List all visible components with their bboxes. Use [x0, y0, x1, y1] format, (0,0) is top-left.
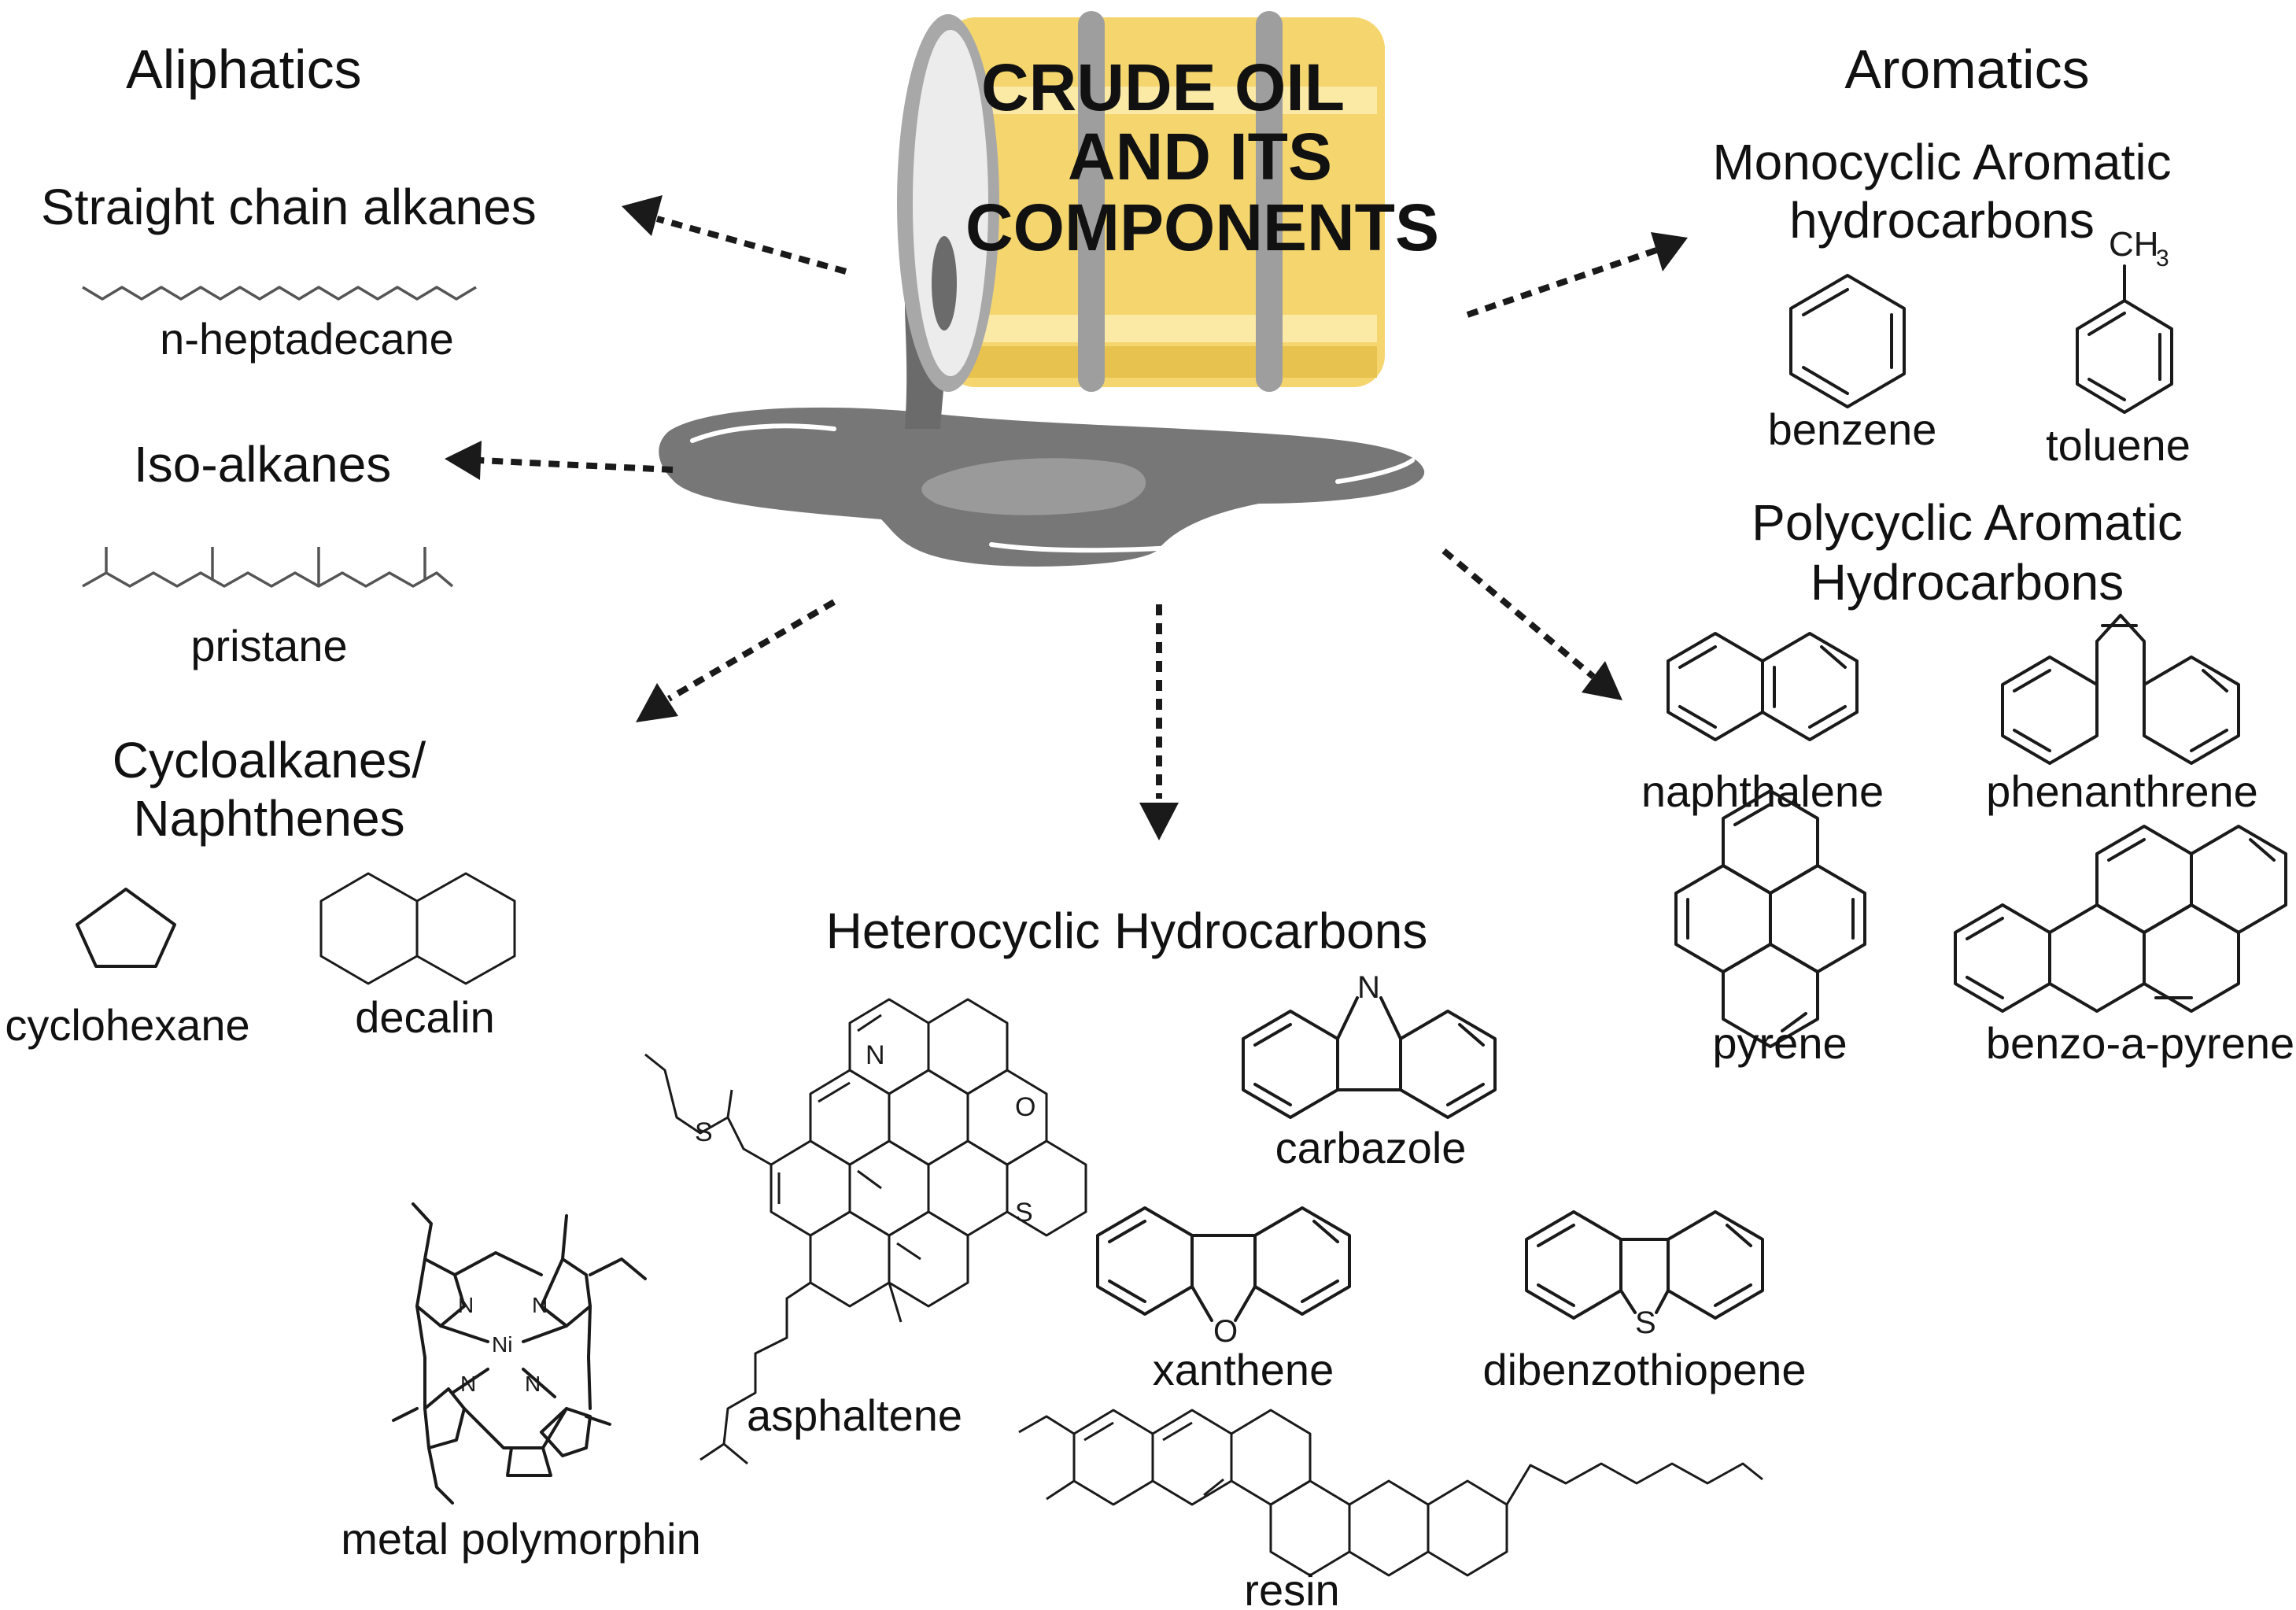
resin-label: resin	[1244, 1565, 1339, 1610]
barrel-ring-2	[1256, 11, 1283, 392]
barrel-spout	[932, 236, 957, 330]
barrel-shade-bottom	[952, 346, 1377, 378]
porphyrin-nitrogen-3: N	[460, 1372, 476, 1396]
arrow-to-monocyclic	[1466, 247, 1658, 318]
decalin-structure	[319, 872, 516, 985]
monocyclic-title-line-2: hydrocarbons	[1789, 192, 2095, 249]
iso-alkanes-title: Iso-alkanes	[134, 436, 391, 493]
decalin-label: decalin	[355, 992, 494, 1042]
resin-structure	[1018, 1409, 1763, 1577]
dibenzothiophene-sulfur: S	[1635, 1305, 1656, 1340]
connector-arrows	[445, 195, 1688, 840]
aromatics-section: Aromatics Monocyclic Aromatic hydrocarbo…	[1641, 39, 2294, 1068]
xanthene-label: xanthene	[1153, 1345, 1334, 1394]
asphaltene-sulfur-ring: S	[1015, 1198, 1033, 1228]
asphaltene-oxygen: O	[1015, 1092, 1035, 1122]
arrow-head-cycloalkanes	[636, 683, 678, 722]
arrow-to-iso-alkanes	[479, 457, 674, 473]
monocyclic-title-line-1: Monocyclic Aromatic	[1712, 134, 2171, 190]
asphaltene-sulfur-chain: S	[695, 1117, 713, 1147]
oil-shine-1	[690, 423, 836, 443]
arrow-head-monocyclic	[1651, 232, 1688, 271]
arrow-to-straight-chain	[655, 216, 847, 275]
toluene-structure	[2076, 264, 2173, 414]
cyclopentane-ring-structure	[76, 888, 176, 968]
porphyrin-nitrogen-2: N	[532, 1293, 548, 1317]
dibenzothiophene-structure	[1525, 1210, 1764, 1320]
barrel-title-line-2: AND ITS	[1068, 120, 1332, 194]
xanthene-oxygen: O	[1213, 1314, 1238, 1349]
barrel-title-line-3: COMPONENTS	[965, 190, 1439, 264]
arrow-head-polycyclic	[1582, 661, 1622, 700]
barrel-lid	[913, 30, 988, 376]
phenanthrene-label: phenanthrene	[1986, 766, 2258, 816]
heterocyclic-title: Heterocyclic Hydrocarbons	[826, 903, 1428, 959]
dibenzothiophene-label: dibenzothiopene	[1482, 1345, 1806, 1394]
asphaltene-structure	[644, 998, 1087, 1465]
aliphatics-heading: Aliphatics	[126, 39, 362, 100]
arrow-head-straight-chain	[622, 195, 663, 236]
carbazole-nitrogen: N	[1357, 970, 1380, 1005]
barrel-title-line-1: CRUDE OIL	[981, 50, 1345, 124]
naphthalene-structure	[1667, 632, 1859, 741]
phenanthrene-structure	[2001, 614, 2240, 765]
metal-porphyrin-label: metal polymorphin	[341, 1514, 701, 1564]
barrel-stripe-top	[952, 87, 1377, 114]
arrow-head-iso-alkanes	[445, 441, 482, 480]
oil-puddle-highlight	[921, 458, 1146, 515]
polycyclic-title-line-2: Hydrocarbons	[1811, 554, 2124, 611]
arrow-head-heterocyclic	[1139, 803, 1179, 840]
benzo-a-pyrene-label: benzo-a-pyrene	[1986, 1018, 2294, 1068]
benzene-label: benzene	[1768, 404, 1937, 454]
carbazole-structure	[1242, 996, 1497, 1119]
cycloalkanes-title-line-2: Naphthenes	[133, 790, 404, 847]
aromatics-heading: Aromatics	[1844, 39, 2089, 100]
toluene-label: toluene	[2046, 420, 2191, 470]
oil-shine-3	[1335, 458, 1415, 484]
pristane-structure	[82, 547, 454, 588]
benzene-structure	[1789, 274, 1906, 408]
methyl-group-label: CH	[2109, 225, 2159, 264]
porphyrin-nitrogen-4: N	[525, 1372, 541, 1396]
aliphatics-section: Aliphatics Straight chain alkanes n-hept…	[5, 39, 536, 1050]
n-heptadecane-label: n-heptadecane	[160, 314, 454, 364]
porphyrin-nitrogen-1: N	[458, 1293, 474, 1317]
pyrene-label: pyrene	[1712, 1018, 1847, 1068]
asphaltene-label: asphaltene	[747, 1390, 962, 1440]
carbazole-label: carbazole	[1275, 1123, 1467, 1172]
metal-porphyrin-structure	[392, 1202, 647, 1505]
arrow-to-cycloalkanes	[666, 599, 836, 702]
barrel-stripe-bottom	[952, 315, 1377, 342]
arrow-to-polycyclic	[1441, 548, 1596, 680]
porphyrin-nickel: Ni	[492, 1332, 512, 1357]
n-heptadecane-structure	[82, 286, 477, 301]
methyl-subscript: 3	[2156, 246, 2169, 271]
polycyclic-title-line-1: Polycyclic Aromatic	[1752, 494, 2183, 551]
cycloalkanes-title-line-1: Cycloalkanes/	[113, 732, 426, 788]
heterocyclic-section: Heterocyclic Hydrocarbons N carbazole	[341, 903, 1806, 1610]
benzo-a-pyrene-structure	[1954, 825, 2287, 1013]
pyrene-structure	[1674, 789, 1866, 1048]
xanthene-structure	[1096, 1206, 1351, 1322]
asphaltene-nitrogen: N	[866, 1040, 885, 1070]
barrel-ring-1	[1078, 11, 1105, 392]
oil-shine-2	[989, 541, 1230, 553]
pristane-label: pristane	[190, 621, 347, 670]
straight-chain-title: Straight chain alkanes	[41, 179, 537, 235]
cyclohexane-label: cyclohexane	[5, 1000, 249, 1050]
oil-barrel-illustration: CRUDE OIL AND ITS COMPONENTS	[659, 11, 1439, 567]
